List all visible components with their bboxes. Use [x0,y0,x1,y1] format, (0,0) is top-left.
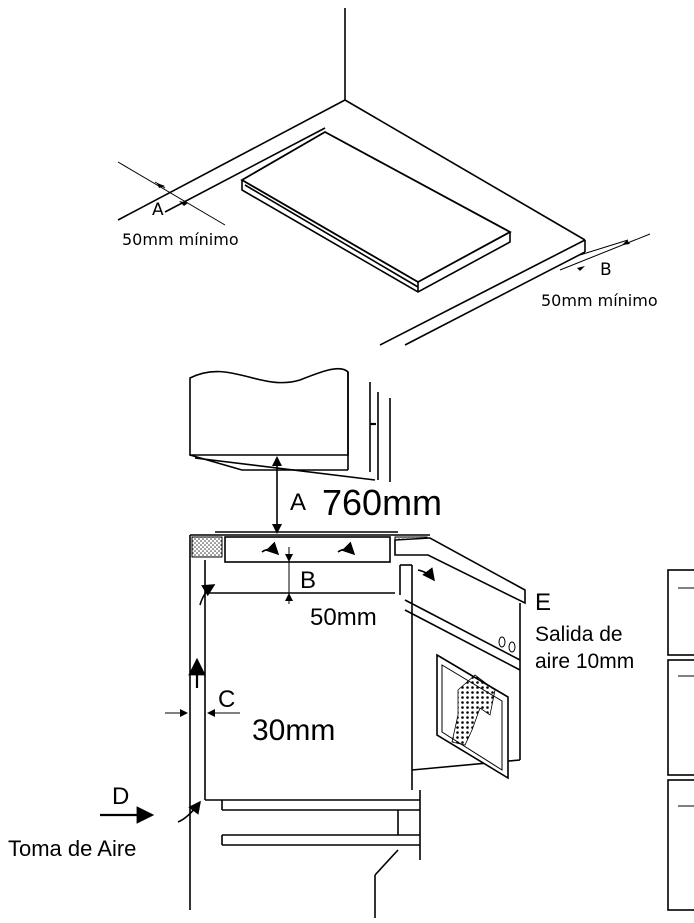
air-intake: D Toma de Aire [8,657,206,861]
oven-cabinet [205,537,526,918]
label-d: D [112,783,129,810]
dimension-760: 760mm [322,482,442,523]
label-b-bottom: B [300,567,316,594]
dimension-30: 30mm [252,714,335,747]
oven-window-glass [451,674,496,746]
label-e: E [535,589,551,616]
right-minimum-label: 50mm mínimo [541,291,658,310]
dimension-a-bottom: A 760mm [272,456,442,534]
hob-appliance [240,130,512,293]
insulation-left [191,536,223,558]
dimension-b-top: B 50mm mínimo [541,233,658,310]
label-c: C [218,686,235,713]
label-a-bottom: A [290,489,306,516]
countertop-plan [117,8,586,346]
dimension-c: C 30mm [165,686,335,747]
intake-label: Toma de Aire [8,836,136,861]
air-outlet: E Salida de aire 10mm [535,589,634,673]
outlet-line-2: aire 10mm [535,650,634,673]
label-b-top: B [600,260,612,280]
dimension-a-top: A 50mm mínimo [117,161,239,249]
adjacent-cabinet [667,569,694,911]
outlet-line-1: Salida de [535,623,623,646]
left-minimum-label: 50mm mínimo [122,230,239,249]
wall-cabinet [189,367,391,482]
dimension-50: 50mm [310,604,377,631]
label-a-top: A [152,200,164,220]
